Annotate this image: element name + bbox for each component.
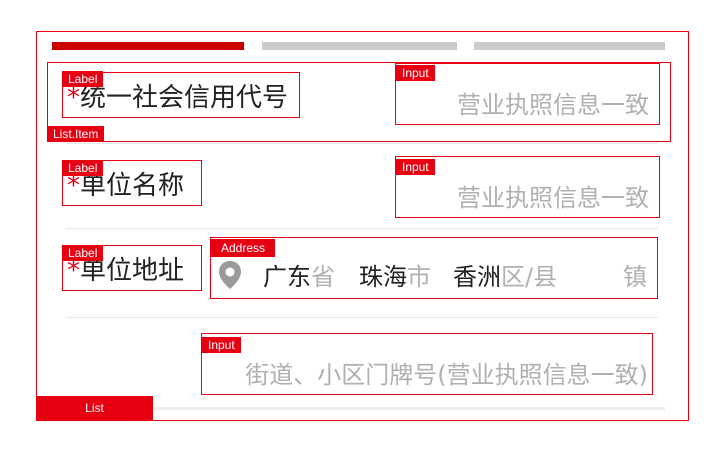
input-tag: Input: [396, 65, 435, 81]
list-tag: List: [36, 396, 153, 420]
input-tag: Input: [202, 337, 241, 353]
label-tag: Label: [62, 71, 104, 87]
unit-address-label-text: *单位地址: [67, 256, 185, 286]
credit-code-label: *统一社会信用代号: [62, 72, 300, 118]
row-divider: [66, 317, 658, 318]
progress-step-1: [52, 42, 244, 50]
progress-step-2: [262, 42, 457, 50]
unit-name-label-text: *单位名称: [67, 171, 185, 201]
street-input[interactable]: 街道、小区门牌号(营业执照信息一致): [201, 333, 653, 395]
unit-name-label: *单位名称: [62, 160, 202, 206]
credit-code-placeholder: 营业执照信息一致: [457, 91, 649, 119]
credit-code-label-text: *统一社会信用代号: [67, 83, 289, 113]
credit-code-input[interactable]: 营业执照信息一致: [395, 63, 660, 125]
label-tag: Label: [62, 160, 104, 176]
unit-name-placeholder: 营业执照信息一致: [457, 184, 649, 212]
unit-address-label: *单位地址: [62, 245, 202, 291]
location-pin-icon: [217, 260, 243, 290]
unit-name-input[interactable]: 营业执照信息一致: [395, 156, 660, 218]
list-item-tag: List.Item: [47, 126, 105, 142]
list-bottom-line: [153, 407, 665, 410]
input-tag: Input: [396, 159, 435, 175]
label-tag: Label: [62, 245, 104, 261]
address-tag: Address: [211, 239, 276, 257]
town-select[interactable]: 镇: [623, 263, 647, 291]
row-divider: [66, 143, 658, 144]
list-container: [36, 31, 689, 421]
district-select[interactable]: 香洲区/县: [453, 263, 558, 291]
row-divider: [66, 228, 658, 229]
progress-step-3: [474, 42, 665, 50]
street-placeholder: 街道、小区门牌号(营业执照信息一致): [245, 361, 648, 389]
list-item-credit-code: [47, 62, 671, 142]
province-select[interactable]: 广东省: [263, 263, 335, 291]
city-select[interactable]: 珠海市: [359, 263, 431, 291]
address-picker[interactable]: 广东省 珠海市 香洲区/县 镇: [210, 237, 658, 299]
